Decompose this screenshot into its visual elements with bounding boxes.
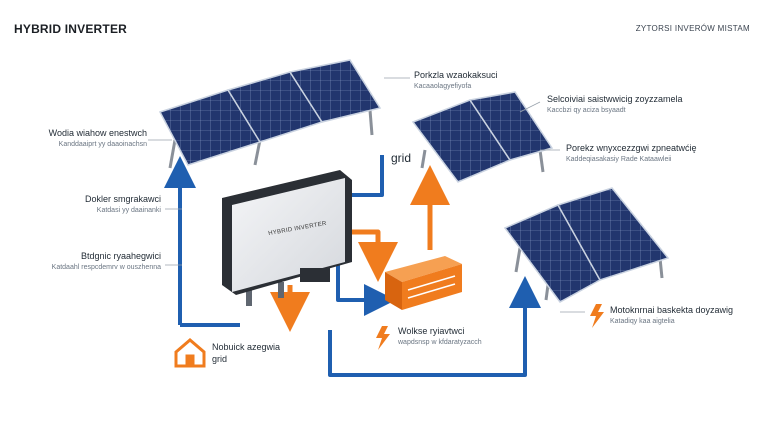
label-top-center-sub: Kacaaolagyefiyofa [414,83,472,90]
corner-label: ZYTORSI INVERÓW MISTAM [635,24,750,33]
label-right-2-title: Porekz wnyxcezzgwi zpneatwćię [566,143,697,153]
label-right-3-title: Motoknrnai baskekta doyzawig [610,305,734,315]
lightning-icon-center [376,326,390,350]
grid-label: grid [391,151,412,165]
battery-unit [385,256,462,310]
label-bottom-center: Wolkse ryiavtwci wapdsnsp w kfdaratyzacc… [398,326,482,346]
label-left-1: Wodia wiahow enestwch Kanddaaiprt yy daa… [49,128,147,148]
label-left-3-sub: Katdaahl respcdemrv w ouszhenna [51,264,161,271]
label-house-line2: grid [212,354,228,364]
label-right-2: Porekz wnyxcezzgwi zpneatwćię Kaddeqiasa… [566,143,697,163]
solar-array-right-lower [503,187,670,303]
wire-to-battery [336,250,396,316]
label-house: Nobuick azegwia grid [212,342,280,364]
label-right-1: Selcoiviai saistwwicig zoyzzamela Kaccbz… [547,94,683,114]
label-right-3-sub: Katadiqy kaa aigtelia [610,318,675,325]
wire-bottom-loop [328,276,541,377]
label-bottom-center-title: Wolkse ryiavtwci [398,326,465,336]
solar-array-right-upper [411,91,554,183]
label-house-line1: Nobuick azegwia [212,342,281,352]
lightning-icon-right [590,304,604,328]
label-left-2-title: Dokler smgrakawci [84,194,161,204]
label-right-1-sub: Kaccbzi qy aciza bsyaadt [547,107,626,114]
label-left-1-sub: Kanddaaiprt yy daaoinachsn [58,141,147,148]
label-left-3-title: Btdgnic ryaahegwici [80,251,161,261]
solar-array-top [158,59,382,169]
label-top-center-title: Porkzla wzaokaksuci [414,70,498,80]
label-left-1-title: Wodia wiahow enestwch [48,128,147,138]
label-bottom-center-sub: wapdsnsp w kfdaratyzacch [398,339,482,346]
label-right-2-sub: Kaddeqiasakasiy Rade Kataawleii [566,156,672,163]
label-left-2: Dokler smgrakawci Katdasi yy daainanki [85,194,161,214]
label-right-3: Motoknrnai baskekta doyzawig Katadiqy ka… [610,305,733,325]
label-top-center: Porkzla wzaokaksuci Kacaaolagyefiyofa [414,70,498,90]
label-right-1-title: Selcoiviai saistwwicig zoyzzamela [547,94,683,104]
wire-grid [352,155,384,197]
hybrid-inverter-unit [222,170,352,306]
label-left-2-sub: Katdasi yy daainanki [96,207,161,214]
label-left-3: Btdgnic ryaahegwici Katdaahl respcdemrv … [52,251,161,271]
house-icon [174,338,206,368]
page-title: HYBRID INVERTER [14,22,128,36]
